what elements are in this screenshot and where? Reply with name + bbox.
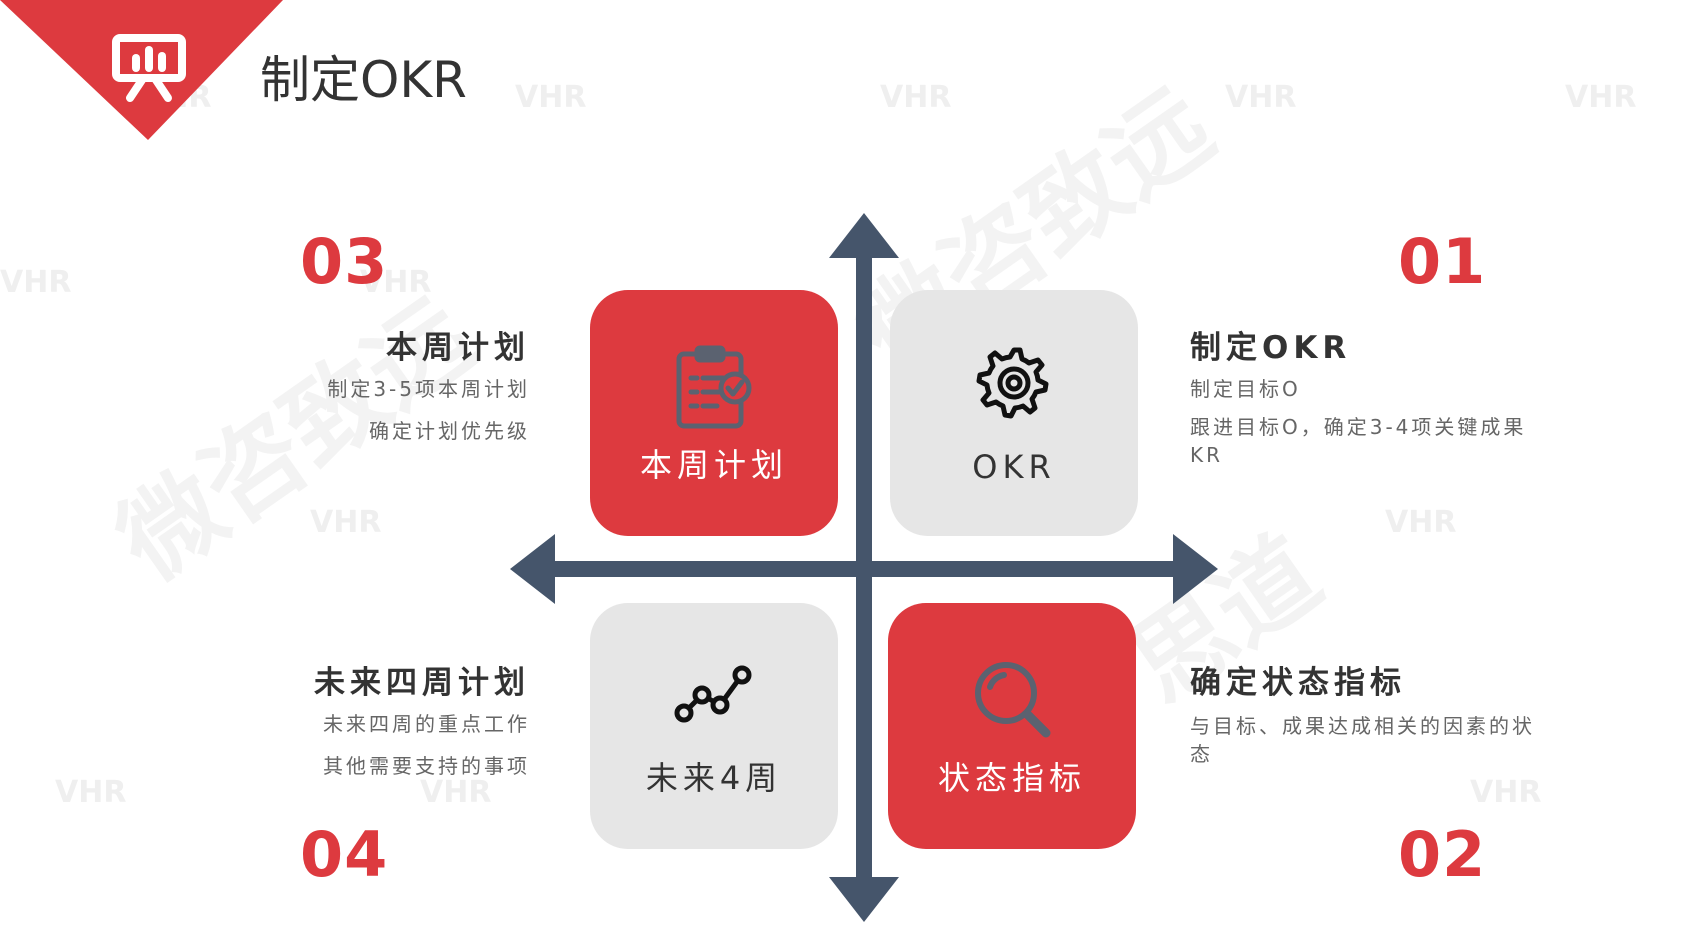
clipboard-check-icon [676, 345, 752, 429]
header-badge [0, 0, 283, 140]
text-block-next-four-weeks: 未来四周计划 未来四周的重点工作 其他需要支持的事项 [130, 657, 530, 780]
block-line: 确定计划优先级 [369, 419, 530, 443]
card-label: 本周计划 [639, 446, 788, 484]
card-okr: OKR [890, 290, 1138, 536]
block-line: 与目标、成果达成相关的因素的状 [1190, 714, 1535, 738]
card-label: 状态指标 [937, 759, 1086, 797]
block-heading: 未来四周计划 [314, 665, 530, 701]
card-next-4-weeks: 未来4周 [590, 603, 838, 849]
watermark: VHR [55, 775, 127, 810]
card-label: OKR [972, 448, 1056, 486]
card-this-week-plan: 本周计划 [590, 290, 838, 536]
page-title: 制定OKR [260, 51, 467, 109]
magnifier-icon [975, 662, 1051, 738]
quadrant-number-03: 03 [300, 225, 389, 298]
text-block-okr: 制定OKR 制定目标O 跟进目标O，确定3-4项关键成果 KR [1190, 322, 1570, 469]
watermark: VHR [515, 80, 587, 115]
block-line: 跟进目标O，确定3-4项关键成果 [1190, 415, 1527, 439]
card-status-indicators: 状态指标 [888, 603, 1136, 849]
watermark: VHR [880, 80, 952, 115]
watermark: VHR [1385, 505, 1457, 540]
text-block-status-indicators: 确定状态指标 与目标、成果达成相关的因素的状 态 [1190, 657, 1570, 768]
card-label: 未来4周 [645, 759, 783, 797]
block-line: 制定3-5项本周计划 [327, 377, 530, 401]
watermark: VHR [420, 775, 492, 810]
block-line: KR [1190, 443, 1224, 467]
watermark: VHR [0, 265, 72, 300]
quadrant-number-02: 02 [1398, 818, 1487, 891]
presentation-board-icon [112, 34, 186, 102]
trend-line-icon [674, 665, 752, 723]
block-heading: 确定状态指标 [1190, 665, 1406, 701]
block-line: 态 [1190, 742, 1213, 766]
block-heading: 本周计划 [386, 330, 530, 366]
text-block-this-week: 本周计划 制定3-5项本周计划 确定计划优先级 [130, 322, 530, 445]
block-line: 未来四周的重点工作 [323, 712, 530, 736]
quadrant-number-04: 04 [300, 818, 389, 891]
block-line: 制定目标O [1190, 377, 1301, 401]
watermark: VHR [310, 505, 382, 540]
watermark: VHR [1565, 80, 1637, 115]
watermark: VHR [1470, 775, 1542, 810]
watermark: VHR [360, 265, 432, 300]
watermark: VHR [1225, 80, 1297, 115]
quadrant-number-01: 01 [1398, 225, 1487, 298]
block-heading: 制定OKR [1190, 330, 1352, 366]
block-line: 其他需要支持的事项 [323, 754, 530, 778]
gear-icon [976, 347, 1049, 419]
